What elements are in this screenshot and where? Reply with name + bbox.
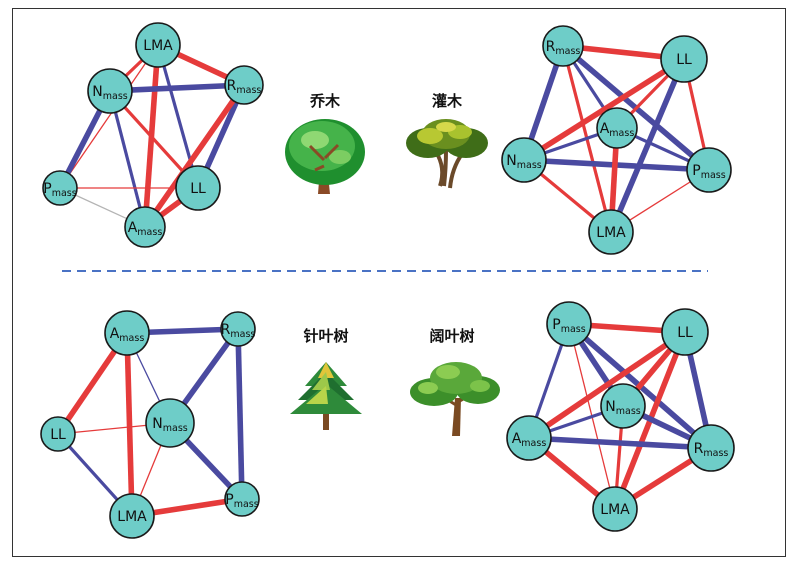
tree-edge-Rmass-Amass: [142, 83, 247, 229]
tree-node-LL: LL: [175, 165, 221, 211]
tree-label: 乔木: [309, 92, 341, 110]
tree-node-label-Rmass: Rmass: [227, 78, 262, 96]
broadleaf-node-circle-Rmass: [687, 424, 735, 472]
tree-node-label-Pmass: Pmass: [43, 181, 76, 199]
broadleaf-edge-LL-Amass: [527, 329, 687, 441]
tree-node-label-Nmass: Nmass: [92, 84, 128, 102]
tree-node-circle-Nmass: [87, 68, 133, 114]
round-tree-icon: [285, 119, 365, 194]
tree-node-label-LMA: LMA: [143, 38, 173, 54]
tree-node-label-LL: LL: [190, 181, 206, 197]
conifer-node-label-Nmass: Nmass: [152, 416, 188, 434]
tree-node-Nmass: Nmass: [87, 68, 133, 114]
shrub-node-circle-Rmass: [542, 25, 584, 67]
tree-node-circle-Pmass: [42, 170, 78, 206]
conifer-node-circle-Nmass: [145, 398, 195, 448]
conifer-node-circle-Rmass: [220, 311, 256, 347]
broadleaf-node-label-Nmass: Nmass: [605, 399, 641, 417]
shrub-node-Pmass: Pmass: [686, 147, 732, 193]
conifer-node-circle-LL: [40, 416, 76, 452]
broadleaf-node-label-LMA: LMA: [600, 502, 630, 518]
broadleaf-node-Rmass: Rmass: [687, 424, 735, 472]
conifer-node-Pmass: Pmass: [224, 481, 260, 517]
shrub-node-Nmass: Nmass: [501, 137, 547, 183]
conifer-node-Amass: Amass: [104, 310, 150, 356]
conifer-node-LMA: LMA: [109, 493, 155, 539]
conifer-node-circle-Pmass: [224, 481, 260, 517]
shrub-node-Rmass: Rmass: [542, 25, 584, 67]
shrub-edge-LL-Nmass: [522, 56, 686, 163]
conifer-edge-Rmass-Pmass: [235, 328, 245, 500]
conifer-node-LL: LL: [40, 416, 76, 452]
broadleaf-node-label-Rmass: Rmass: [694, 441, 729, 459]
conifer-node-label-LL: LL: [50, 427, 66, 443]
conifer-node-label-Rmass: Rmass: [221, 322, 256, 340]
conifer-edge-Amass-LMA: [124, 332, 135, 517]
conifer-node-label-Amass: Amass: [110, 326, 145, 344]
shrub-node-circle-LMA: [588, 209, 634, 255]
broadleaf-tree-icon: [410, 362, 500, 436]
shrub-node-label-Nmass: Nmass: [506, 153, 542, 171]
broadleaf-node-circle-Amass: [506, 415, 552, 461]
broadleaf-node-label-LL: LL: [677, 325, 693, 341]
tree-node-circle-Amass: [124, 206, 166, 248]
broadleaf-edge-Amass-Rmass: [528, 435, 712, 451]
tree-node-Rmass: Rmass: [224, 65, 264, 105]
shrub-node-Amass: Amass: [596, 107, 638, 149]
broadleaf-node-Pmass: Pmass: [546, 301, 592, 347]
shrub-node-circle-Nmass: [501, 137, 547, 183]
broadleaf-label: 阔叶树: [429, 327, 474, 345]
conifer-node-label-LMA: LMA: [117, 509, 147, 525]
tree-node-circle-LMA: [135, 22, 181, 68]
shrub-node-LMA: LMA: [588, 209, 634, 255]
broadleaf-node-circle-Pmass: [546, 301, 592, 347]
broadleaf-node-label-Pmass: Pmass: [552, 317, 585, 335]
conifer-node-circle-LMA: [109, 493, 155, 539]
broadleaf-node-Amass: Amass: [506, 415, 552, 461]
shrub-icon: [406, 119, 488, 189]
shrub-node-label-Pmass: Pmass: [692, 163, 725, 181]
conifer-node-label-Pmass: Pmass: [225, 492, 258, 510]
broadleaf-node-circle-LL: [661, 308, 709, 356]
shrub-label: 灌木: [432, 92, 463, 110]
tree-edge-LMA-Pmass: [59, 44, 159, 189]
tree-node-circle-LL: [175, 165, 221, 211]
broadleaf-node-circle-LMA: [592, 486, 638, 532]
conifer-label: 针叶树: [303, 327, 348, 345]
conifer-tree-icon: [290, 362, 362, 430]
shrub-node-label-LMA: LMA: [596, 225, 626, 241]
broadleaf-node-LMA: LMA: [592, 486, 638, 532]
shrub-node-circle-LL: [660, 35, 708, 83]
shrub-node-LL: LL: [660, 35, 708, 83]
shrub-node-circle-Amass: [596, 107, 638, 149]
broadleaf-node-Nmass: Nmass: [600, 383, 646, 429]
shrub-node-label-LL: LL: [676, 52, 692, 68]
tree-node-Amass: Amass: [124, 206, 166, 248]
tree-node-LMA: LMA: [135, 22, 181, 68]
broadleaf-node-LL: LL: [661, 308, 709, 356]
broadleaf-node-circle-Nmass: [600, 383, 646, 429]
shrub-edge-LL-LMA: [608, 57, 687, 234]
shrub-node-label-Rmass: Rmass: [546, 39, 581, 57]
conifer-node-Nmass: Nmass: [145, 398, 195, 448]
tree-node-label-Amass: Amass: [128, 220, 163, 238]
conifer-node-Rmass: Rmass: [220, 311, 256, 347]
figure-frame: [12, 8, 786, 557]
tree-node-Pmass: Pmass: [42, 170, 78, 206]
tree-edge-Nmass-Amass: [108, 90, 147, 228]
broadleaf-node-label-Amass: Amass: [512, 431, 547, 449]
tree-node-circle-Rmass: [224, 65, 264, 105]
conifer-node-circle-Amass: [104, 310, 150, 356]
shrub-node-label-Amass: Amass: [600, 121, 635, 139]
shrub-node-circle-Pmass: [686, 147, 732, 193]
